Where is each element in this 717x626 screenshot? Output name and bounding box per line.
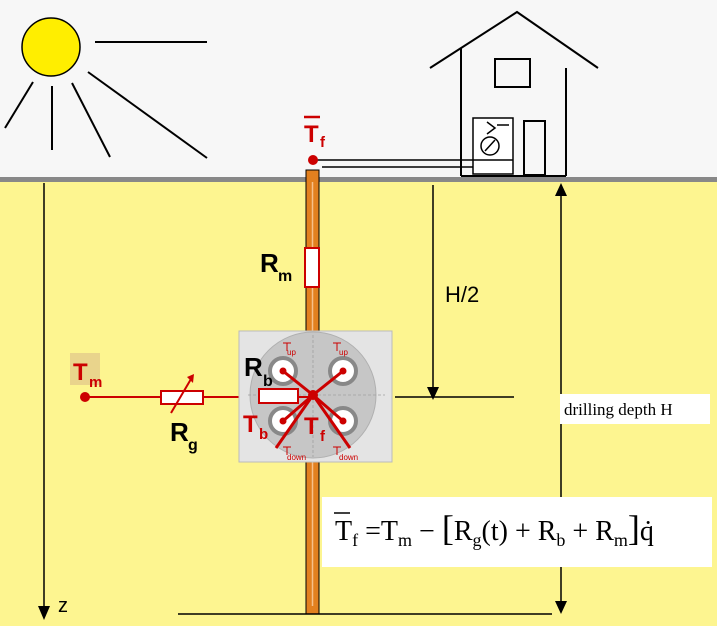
tb-label: T (243, 411, 258, 438)
heat-pump-icon (473, 118, 513, 174)
cross-section-up-right: up (339, 348, 348, 357)
formula-box: Tf =Tm − [Rg(t) + Rb + Rm]q̇ (322, 497, 712, 567)
rg-label-sub: g (188, 437, 198, 454)
tf-node (308, 155, 318, 165)
tf-label: T (304, 121, 319, 148)
cross-section-down-left: down (287, 453, 306, 462)
rm-label: R (260, 248, 279, 278)
rm-label-sub: m (278, 268, 292, 285)
rg-label: R (170, 417, 189, 447)
cross-section-down-right: down (339, 453, 358, 462)
tm-label-sub: m (89, 374, 102, 391)
rb-resistor (259, 389, 298, 403)
tf-mid-label: T (304, 413, 319, 440)
tm-label: T (73, 359, 88, 386)
tb-label-sub: b (259, 426, 268, 443)
drilling-depth-label: drilling depth H (564, 400, 673, 419)
rm-resistor (305, 248, 319, 287)
rb-label-sub: b (263, 373, 273, 390)
rb-label: R (244, 352, 263, 382)
z-axis-label: z (58, 595, 68, 617)
h-half-label: H/2 (445, 282, 479, 307)
cross-section-up-left: up (287, 348, 296, 357)
ground-surface-line (0, 177, 717, 182)
